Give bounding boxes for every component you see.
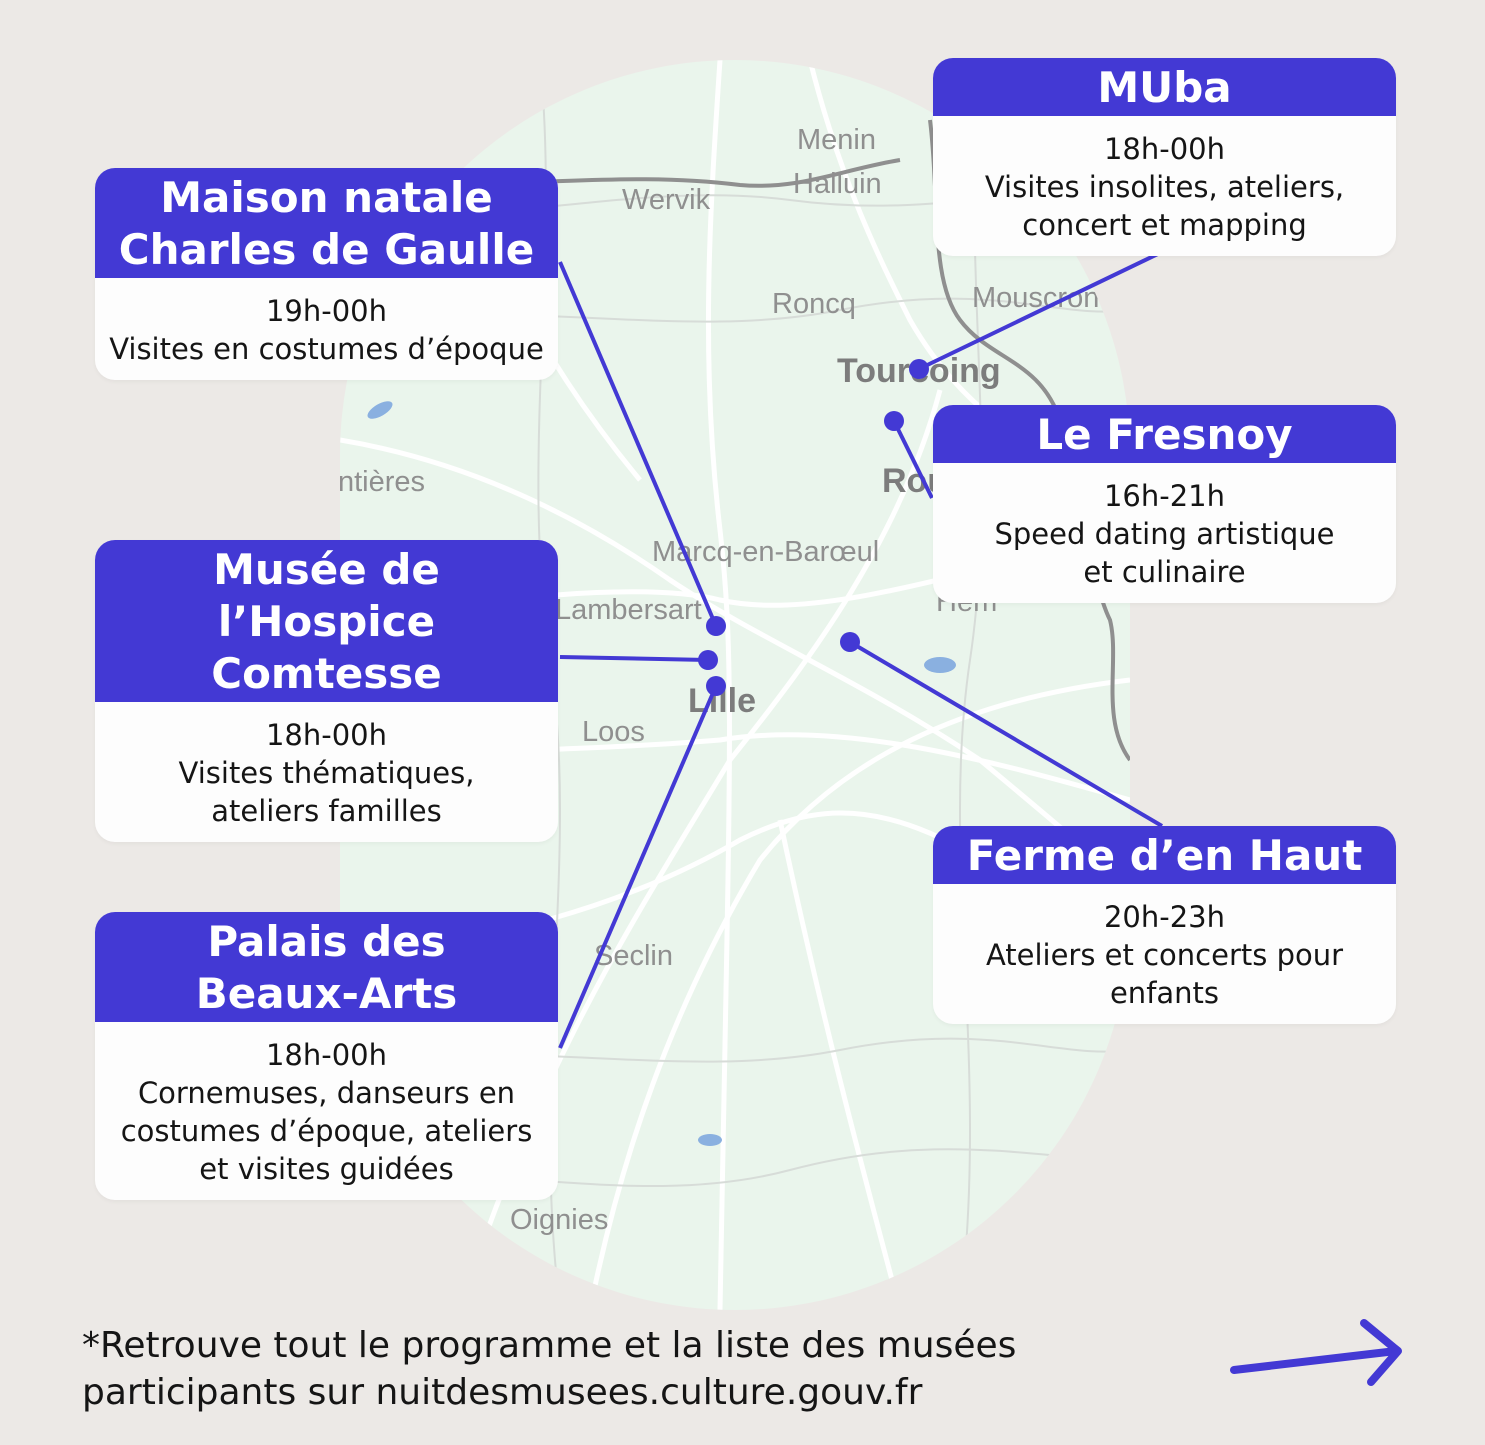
place-label: Roncq: [772, 288, 856, 320]
venue-name-line: MUba: [1097, 63, 1232, 112]
venue-name: Le Fresnoy: [933, 405, 1396, 463]
place-label: Seclin: [594, 940, 673, 972]
venue-details: 18h-00h Visites thématiques, ateliers fa…: [95, 702, 558, 842]
venue-description: Speed dating artistique: [994, 517, 1335, 551]
venue-description: Ateliers et concerts pour: [985, 938, 1344, 972]
venue-hours: 18h-00h: [1103, 132, 1226, 166]
venue-name: Ferme d’en Haut: [933, 826, 1396, 884]
venue-description: Visites insolites, ateliers,: [984, 170, 1345, 204]
venue-name-line: Maison natale: [160, 173, 493, 222]
venue-name-line: Beaux-Arts: [195, 969, 458, 1018]
venue-card-palais-beaux-arts[interactable]: Palais des Beaux-Arts 18h-00h Cornemuses…: [95, 912, 558, 1200]
venue-description: et visites guidées: [199, 1152, 454, 1186]
venue-hours: 18h-00h: [265, 1038, 388, 1072]
footer-note: *Retrouve tout le programme et la liste …: [82, 1322, 1016, 1416]
venue-description: costumes d’époque, ateliers: [120, 1114, 533, 1148]
place-label: Lambersart: [555, 594, 702, 626]
venue-card-ferme-en-haut[interactable]: Ferme d’en Haut 20h-23h Ateliers et conc…: [933, 826, 1396, 1024]
venue-details: 19h-00h Visites en costumes d’époque: [95, 278, 558, 380]
venue-hours: 20h-23h: [1103, 900, 1226, 934]
venue-description: et culinaire: [1083, 555, 1246, 589]
venue-hours: 16h-21h: [1103, 479, 1226, 513]
venue-description: Cornemuses, danseurs en: [137, 1076, 516, 1110]
venue-name-line: Le Fresnoy: [1036, 410, 1293, 459]
venue-details: 16h-21h Speed dating artistique et culin…: [933, 463, 1396, 603]
venue-name: Palais des Beaux-Arts: [95, 912, 558, 1022]
venue-description: enfants: [1109, 976, 1220, 1010]
venue-name-line: Palais des: [207, 917, 446, 966]
venue-card-hospice-comtesse[interactable]: Musée de l’Hospice Comtesse 18h-00h Visi…: [95, 540, 558, 842]
venue-description: concert et mapping: [1022, 208, 1307, 242]
venue-name: MUba: [933, 58, 1396, 116]
venue-name: Musée de l’Hospice Comtesse: [95, 540, 558, 702]
arrow-right-icon[interactable]: [1228, 1318, 1408, 1388]
venue-card-maison-natale[interactable]: Maison natale Charles de Gaulle 19h-00h …: [95, 168, 558, 380]
place-label: ntières: [340, 466, 426, 498]
venue-details: 20h-23h Ateliers et concerts pour enfant…: [933, 884, 1396, 1024]
place-label: Lille: [688, 682, 757, 720]
venue-details: 18h-00h Visites insolites, ateliers, con…: [933, 116, 1396, 256]
venue-card-muba[interactable]: MUba 18h-00h Visites insolites, ateliers…: [933, 58, 1396, 256]
venue-description: ateliers familles: [211, 794, 442, 828]
place-label: Wervik: [622, 184, 711, 216]
footer-line: *Retrouve tout le programme et la liste …: [82, 1325, 1017, 1366]
place-label: Mouscron: [972, 282, 1100, 314]
place-label: Loos: [582, 716, 645, 748]
place-label: Menin: [797, 124, 876, 156]
place-label: Halluin: [793, 168, 882, 200]
venue-name-line: Comtesse: [211, 649, 442, 698]
venue-name-line: Ferme d’en Haut: [966, 831, 1363, 880]
place-label: Tourcoing: [837, 352, 1001, 390]
venue-card-le-fresnoy[interactable]: Le Fresnoy 16h-21h Speed dating artistiq…: [933, 405, 1396, 603]
venue-name: Maison natale Charles de Gaulle: [95, 168, 558, 278]
venue-name-line: Charles de Gaulle: [118, 225, 535, 274]
place-label: Marcq-en-Barœul: [652, 536, 880, 568]
place-label: Oignies: [510, 1204, 609, 1236]
venue-description: Visites en costumes d’époque: [109, 332, 544, 366]
venue-name-line: Musée de l’Hospice: [213, 545, 440, 646]
venue-description: Visites thématiques,: [178, 756, 475, 790]
venue-details: 18h-00h Cornemuses, danseurs en costumes…: [95, 1022, 558, 1200]
venue-hours: 19h-00h: [265, 294, 388, 328]
venue-hours: 18h-00h: [265, 718, 388, 752]
footer-line: participants sur nuitdesmusees.culture.g…: [82, 1372, 923, 1413]
